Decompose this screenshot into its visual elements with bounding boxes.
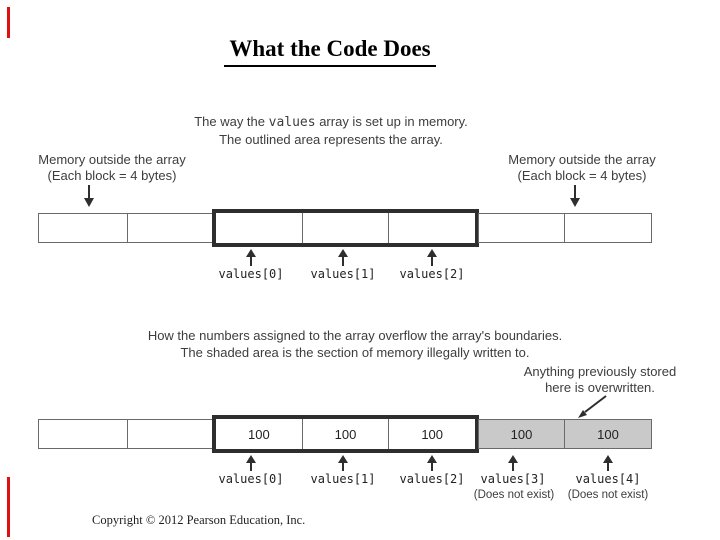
shaded-memory-block: 100 xyxy=(478,419,565,449)
array-index-label: values[2] xyxy=(399,472,465,486)
array-cell: 100 xyxy=(303,419,390,449)
memory-block xyxy=(127,213,214,243)
array-cell xyxy=(216,213,303,243)
memory-block xyxy=(478,213,565,243)
figure2-caption: How the numbers assigned to the array ov… xyxy=(25,327,685,361)
note-line: Anything previously stored xyxy=(523,364,677,379)
figure1-caption-line1: The way the values array is set up in me… xyxy=(1,113,661,131)
figure2-caption-line2: The shaded area is the section of memory… xyxy=(180,345,530,360)
overwrite-note: Anything previously stored here is overw… xyxy=(500,364,700,396)
figure1-caption: The way the values array is set up in me… xyxy=(1,113,661,148)
memory-block xyxy=(564,213,652,243)
up-arrow-icon xyxy=(507,455,519,471)
note-line: (Each block = 4 bytes) xyxy=(47,168,177,183)
note-line: (Each block = 4 bytes) xyxy=(517,168,647,183)
note-line: Memory outside the array xyxy=(508,152,656,167)
diagonal-arrow-icon xyxy=(570,394,608,420)
shaded-memory-block: 100 xyxy=(564,419,652,449)
array-index-label: values[1] xyxy=(310,267,376,281)
copyright-text: Copyright © 2012 Pearson Education, Inc. xyxy=(92,513,306,527)
array-index-label: values[1] xyxy=(310,472,376,486)
array-cell: 100 xyxy=(421,426,444,442)
array-cell xyxy=(303,213,390,243)
array-index-label: values[0] xyxy=(218,472,284,486)
caption-text: The way the xyxy=(194,114,269,129)
up-arrow-icon xyxy=(602,455,614,471)
left-memory-note: Memory outside the array (Each block = 4… xyxy=(12,152,212,184)
page-title-text: What the Code Does xyxy=(224,36,436,67)
up-arrow-icon xyxy=(245,455,257,471)
figure1-caption-line2: The outlined area represents the array. xyxy=(219,132,443,147)
array-index-label: values[0] xyxy=(218,267,284,281)
memory-block xyxy=(38,213,128,243)
array-index-label: values[3] xyxy=(480,472,546,486)
code-word: values xyxy=(268,115,316,130)
does-not-exist-label: (Does not exist) xyxy=(567,489,649,501)
array-index-label: values[2] xyxy=(399,267,465,281)
up-arrow-icon xyxy=(426,249,438,266)
down-arrow-icon xyxy=(569,185,581,207)
up-arrow-icon xyxy=(426,455,438,471)
red-edge-accent-top xyxy=(7,7,10,38)
does-not-exist-label: (Does not exist) xyxy=(473,489,555,501)
caption-text: array is set up in memory. xyxy=(315,114,468,129)
memory-block xyxy=(127,419,214,449)
up-arrow-icon xyxy=(245,249,257,266)
up-arrow-icon xyxy=(337,249,349,266)
note-line: Memory outside the array xyxy=(38,152,186,167)
array-outline-box: 100 100 100 xyxy=(212,415,479,453)
red-edge-accent-bottom xyxy=(7,477,10,537)
down-arrow-icon xyxy=(83,185,95,207)
figure2-caption-line1: How the numbers assigned to the array ov… xyxy=(147,328,563,343)
array-cell xyxy=(389,213,475,243)
array-cell: 100 xyxy=(216,419,303,449)
array-index-label: values[4] xyxy=(575,472,641,486)
up-arrow-icon xyxy=(337,455,349,471)
note-line: here is overwritten. xyxy=(545,380,655,395)
page-title: What the Code Does xyxy=(0,36,660,67)
right-memory-note: Memory outside the array (Each block = 4… xyxy=(482,152,682,184)
array-outline-box xyxy=(212,209,479,247)
memory-block xyxy=(38,419,128,449)
